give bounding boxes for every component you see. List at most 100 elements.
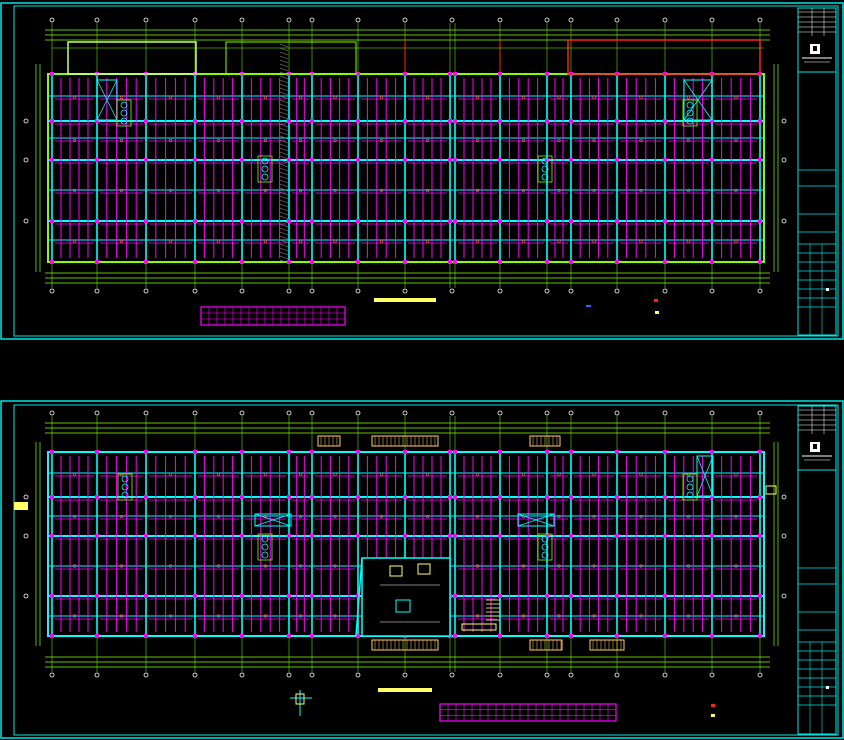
slab-marker bbox=[168, 564, 173, 568]
slab-marker bbox=[734, 188, 738, 193]
column-node bbox=[663, 158, 667, 162]
hatch bbox=[279, 119, 289, 124]
column-node bbox=[448, 219, 452, 223]
hatch bbox=[279, 223, 289, 228]
column-node bbox=[758, 634, 762, 638]
slab-marker bbox=[475, 564, 480, 568]
slab-marker bbox=[298, 95, 303, 100]
column-node bbox=[545, 72, 549, 76]
axis-bubbles-left-column bbox=[23, 118, 29, 224]
slab-marker bbox=[379, 514, 384, 519]
sheet-number-mark bbox=[826, 288, 829, 291]
axis-bubble bbox=[709, 410, 715, 416]
axis-bubble bbox=[286, 17, 292, 23]
detail-box bbox=[295, 693, 305, 705]
column-node bbox=[403, 219, 407, 223]
elevator-shaft bbox=[682, 99, 698, 127]
axis-bubble bbox=[143, 672, 149, 678]
slab-marker bbox=[72, 564, 77, 568]
slab-marker bbox=[119, 564, 124, 568]
canopy bbox=[371, 435, 439, 447]
column-node bbox=[615, 534, 619, 538]
slab-marker bbox=[72, 472, 77, 477]
title-block-frame bbox=[797, 405, 837, 735]
hatch bbox=[279, 55, 289, 60]
column-node bbox=[615, 219, 619, 223]
slab-marker bbox=[168, 614, 173, 618]
slab-marker bbox=[475, 95, 480, 100]
column-node bbox=[663, 219, 667, 223]
slab-marker bbox=[425, 138, 430, 143]
elevator-icon bbox=[121, 483, 129, 491]
axis-bubble bbox=[309, 288, 315, 294]
sheet-bottom bbox=[0, 400, 844, 739]
hatch bbox=[279, 91, 289, 96]
slab-marker bbox=[686, 138, 691, 143]
detail-box bbox=[389, 565, 403, 577]
axis-bubbles-left-column bbox=[23, 494, 29, 599]
axis-bubble bbox=[402, 672, 408, 678]
elevator-icon bbox=[120, 101, 128, 109]
slab-marker bbox=[734, 614, 738, 618]
axis-bubble bbox=[757, 672, 763, 678]
hatch bbox=[279, 155, 289, 160]
column-node bbox=[453, 260, 457, 264]
sheet-top bbox=[0, 2, 844, 340]
axis-bubble bbox=[662, 17, 668, 23]
hatch bbox=[279, 187, 289, 192]
slab-marker bbox=[475, 138, 480, 143]
column-node bbox=[310, 158, 314, 162]
company-logo-icon-mark bbox=[813, 444, 817, 449]
dimension-lines bbox=[35, 416, 779, 672]
sheet-bottom-border bbox=[0, 400, 844, 739]
column-node bbox=[615, 260, 619, 264]
hatch bbox=[279, 127, 289, 132]
slab-marker bbox=[119, 472, 124, 477]
column-node bbox=[710, 594, 714, 598]
stair-brace bbox=[254, 513, 292, 527]
axis-bubble bbox=[449, 672, 455, 678]
slab-marker bbox=[734, 514, 738, 519]
axis-bubble bbox=[49, 288, 55, 294]
hatch bbox=[279, 147, 289, 152]
axis-bubble bbox=[568, 288, 574, 294]
axis-bubble bbox=[662, 288, 668, 294]
slab-marker bbox=[521, 239, 526, 244]
axis-bubble bbox=[49, 17, 55, 23]
axis-bubble bbox=[568, 17, 574, 23]
hatch bbox=[279, 83, 289, 88]
column-node bbox=[240, 495, 244, 499]
stair-brace bbox=[517, 513, 555, 527]
column-node bbox=[758, 534, 762, 538]
axis-bubble bbox=[781, 218, 787, 224]
axis-bubble bbox=[757, 17, 763, 23]
courtyard-opening bbox=[14, 435, 777, 651]
column-node bbox=[144, 260, 148, 264]
axis-bubble bbox=[49, 410, 55, 416]
axis-bubbles-bottom-row bbox=[49, 288, 763, 294]
upper-extension bbox=[225, 41, 357, 75]
hatch bbox=[279, 247, 289, 252]
column-node bbox=[569, 219, 573, 223]
slab-marker bbox=[216, 564, 221, 568]
slab-marker bbox=[333, 472, 337, 477]
hatch bbox=[279, 99, 289, 104]
column-node bbox=[356, 158, 360, 162]
axis-bubble bbox=[286, 288, 292, 294]
column-node bbox=[710, 495, 714, 499]
axis-bubble bbox=[497, 672, 503, 678]
slab-marker bbox=[333, 188, 337, 193]
column-node bbox=[287, 260, 291, 264]
elevator-icon bbox=[541, 543, 549, 551]
elevator-icon bbox=[261, 173, 269, 181]
hatch bbox=[279, 171, 289, 176]
hatch bbox=[279, 63, 289, 68]
column-node bbox=[545, 495, 549, 499]
column-node bbox=[193, 495, 197, 499]
axis-bubble bbox=[757, 410, 763, 416]
column-node bbox=[758, 119, 762, 123]
column-node bbox=[240, 594, 244, 598]
hatch bbox=[279, 87, 289, 92]
column-node bbox=[50, 450, 54, 454]
axis-bubbles-right-column bbox=[781, 494, 787, 599]
